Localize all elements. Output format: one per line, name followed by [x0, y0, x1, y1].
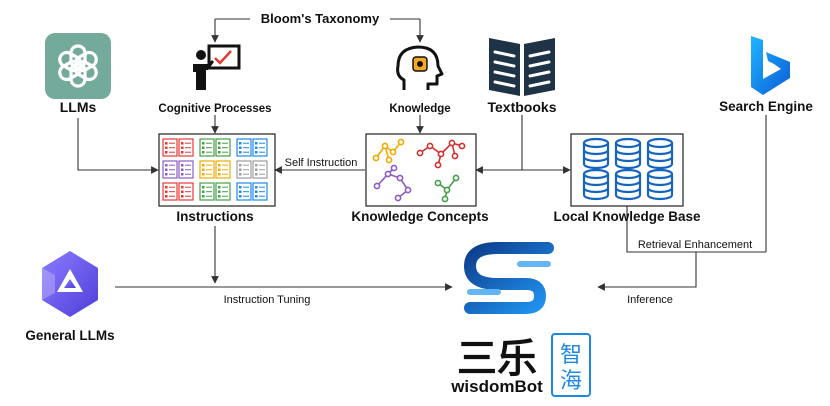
database-cylinder — [646, 137, 674, 170]
connectors — [77, 18, 767, 291]
instructions-label: Instructions — [176, 209, 253, 224]
cognitive-processes-label: Cognitive Processes — [158, 103, 271, 115]
wisdombot-logo-icon — [463, 242, 554, 314]
database-cylinder — [582, 137, 610, 170]
instruction-card — [199, 138, 215, 157]
instruction-tuning-label: Instruction Tuning — [224, 294, 311, 306]
open-book-icon — [489, 38, 555, 96]
instruction-card — [236, 182, 252, 201]
wisdombot-seal: 智海 — [551, 333, 591, 397]
database-cylinder — [614, 137, 642, 170]
local-knowledge-base-label: Local Knowledge Base — [553, 209, 701, 224]
database-icon — [570, 133, 684, 207]
instruction-card — [162, 160, 178, 179]
wisdombot-chinese-name: 三乐 — [457, 336, 537, 382]
search-engine-label: Search Engine — [719, 99, 813, 114]
general-llms-label: General LLMs — [25, 328, 114, 343]
qwen-logo-icon — [42, 251, 98, 317]
instruction-card — [215, 160, 231, 179]
teacher-board-icon — [193, 44, 241, 90]
wisdombot-english-name: wisdomBot — [450, 377, 543, 396]
instruction-card — [162, 138, 178, 157]
knowledge-label: Knowledge — [389, 103, 450, 115]
retrieval-enhancement-label: Retrieval Enhancement — [638, 239, 752, 251]
instruction-card — [215, 182, 231, 201]
instruction-card — [162, 182, 178, 201]
instruction-card — [199, 160, 215, 179]
database-cylinder — [646, 168, 674, 201]
instruction-card — [236, 138, 252, 157]
instruction-card — [236, 160, 252, 179]
instruction-card — [178, 182, 194, 201]
knowledge-concepts-label: Knowledge Concepts — [351, 209, 488, 224]
openai-logo-icon — [45, 33, 111, 99]
bing-logo-icon — [751, 36, 790, 95]
database-cylinder — [614, 168, 642, 201]
instruction-card — [178, 160, 194, 179]
wisdombot-seal-text: 智海 — [560, 343, 582, 394]
textbooks-label: Textbooks — [488, 99, 557, 115]
self-instruction-label: Self Instruction — [285, 157, 358, 169]
instruction-card — [199, 182, 215, 201]
llms-label: LLMs — [60, 99, 97, 115]
instruction-card — [252, 182, 268, 201]
instruction-card — [178, 138, 194, 157]
instruction-card — [252, 160, 268, 179]
blooms-taxonomy-label: Bloom's Taxonomy — [261, 11, 380, 26]
instruction-card — [252, 138, 268, 157]
instruction-card — [215, 138, 231, 157]
head-brain-icon — [396, 45, 444, 90]
inference-label: Inference — [627, 294, 673, 306]
checklist-grid-icon — [158, 133, 276, 207]
graph-network-icon — [365, 133, 477, 207]
database-cylinder — [582, 168, 610, 201]
